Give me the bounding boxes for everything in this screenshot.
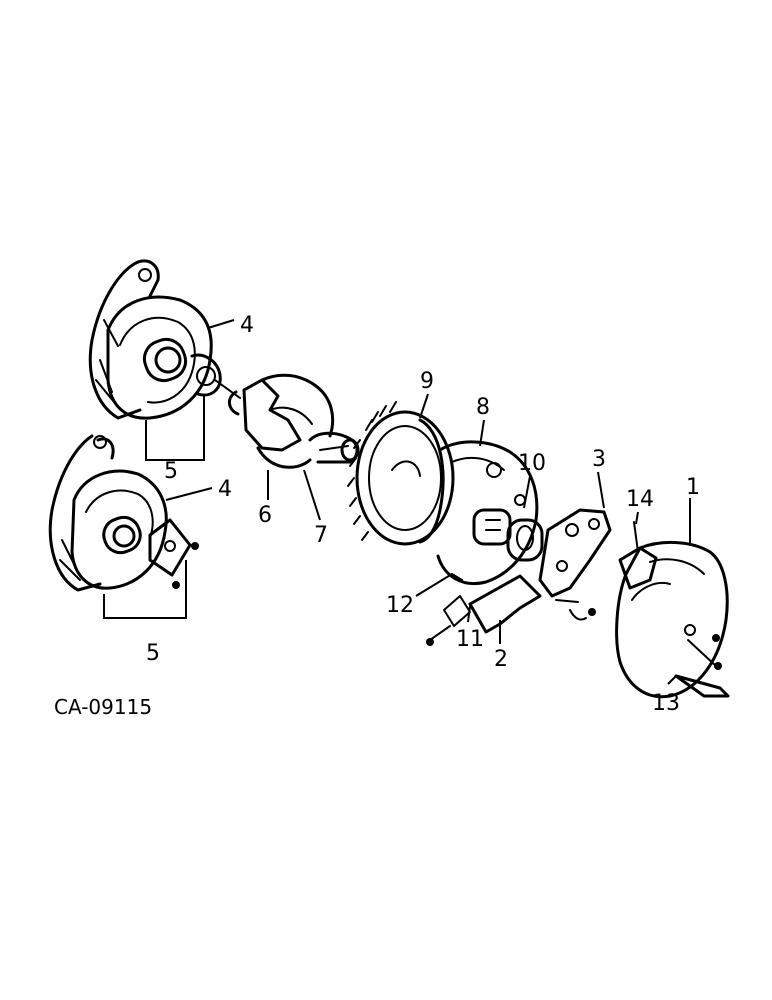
rotor-shaft: [308, 431, 360, 464]
callout-10: 10: [518, 451, 546, 476]
callout-3: 3: [592, 447, 606, 472]
callout-4-lower: 4: [218, 477, 232, 502]
brush-holder: [506, 518, 544, 562]
end-cover: [615, 540, 730, 699]
callout-9: 9: [420, 369, 434, 394]
callout-13: 13: [652, 691, 680, 716]
callout-11: 11: [456, 627, 484, 652]
figure-code: CA-09115: [54, 695, 152, 719]
callout-8: 8: [476, 395, 490, 420]
drive-end-housing-lower: [48, 434, 199, 592]
leader-lines: [103, 319, 691, 685]
rotor: [214, 373, 335, 469]
callout-4-upper: 4: [240, 313, 254, 338]
callout-12: 12: [386, 593, 414, 618]
callout-7: 7: [314, 523, 328, 548]
callout-6: 6: [258, 503, 272, 528]
drive-end-housing-upper: [88, 259, 222, 420]
callout-1: 1: [686, 475, 700, 500]
voltage-regulator: [618, 521, 658, 590]
stator: [347, 401, 455, 546]
slip-ring-end-frame: [436, 440, 539, 585]
callout-2: 2: [494, 647, 508, 672]
callout-14: 14: [626, 487, 654, 512]
callout-5-upper: 5: [164, 459, 178, 484]
callout-5-lower: 5: [146, 641, 160, 666]
rectifier-bridge: [538, 508, 612, 621]
